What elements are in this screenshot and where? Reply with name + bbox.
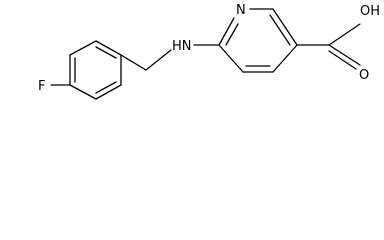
- carbonyl-double-bond: [328, 50, 357, 70]
- ring-to-methylene-bond: [120, 54, 147, 71]
- bond: [218, 17, 235, 46]
- pyridine-ring: [218, 8, 298, 73]
- pyridine-nitrogen-label: N: [236, 3, 246, 18]
- double-bond-line: [269, 14, 291, 46]
- bond: [69, 40, 97, 56]
- bond: [95, 40, 122, 56]
- fluorine-label: F: [38, 79, 45, 94]
- bond: [69, 84, 97, 100]
- fluorophenyl-ring: [69, 40, 122, 100]
- carbon-hydroxyl-bond: [328, 23, 361, 46]
- bond: [218, 44, 244, 73]
- bond: [272, 8, 298, 46]
- amine-nh-label: HN: [172, 39, 192, 54]
- bond: [95, 84, 122, 100]
- carbonyl-double-bond: [328, 44, 361, 66]
- bond: [272, 44, 298, 73]
- double-bond-line: [95, 81, 117, 94]
- double-bond-line: [95, 46, 117, 59]
- carbonyl-oxygen-label: O: [359, 68, 369, 83]
- hydroxyl-label: OH: [360, 4, 380, 19]
- methylene-to-nitrogen-bond: [145, 49, 172, 71]
- double-bond-line: [225, 23, 239, 46]
- chemical-structure-diagram: F HN N O OH: [38, 3, 380, 100]
